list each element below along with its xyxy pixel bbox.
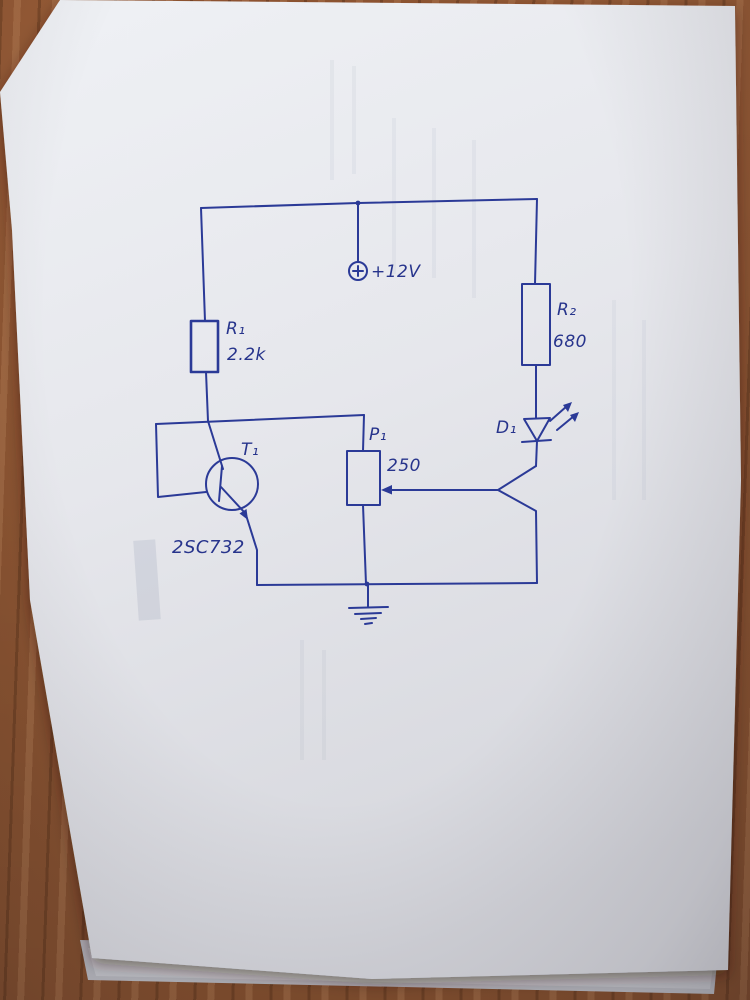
ink-bleed-through — [300, 60, 646, 760]
ground-symbol — [348, 606, 389, 625]
supply-plus-icon — [348, 261, 368, 281]
led-emission-arrow-1 — [549, 405, 568, 422]
resistor-r1-symbol — [189, 319, 220, 374]
wiper-arrowhead — [381, 485, 392, 495]
r1-name-label: R₁ — [226, 319, 246, 339]
led-emission-arrow-2 — [556, 415, 575, 431]
emitter-wire — [245, 514, 258, 586]
transistor-collector-lead — [207, 420, 224, 470]
t1-part-label: 2SC732 — [172, 537, 245, 558]
left-rail-wire — [200, 207, 206, 322]
led-arrowhead-1 — [563, 402, 572, 412]
r2-name-label: R₂ — [557, 300, 577, 320]
supply-label: +12V — [371, 262, 421, 282]
led-to-branch-wire — [535, 440, 538, 467]
led-arrowhead-2 — [570, 412, 579, 422]
r1-to-base-wire — [205, 371, 209, 422]
circuit-drawing: +12V R₁ 2.2k R₂ 680 T₁ 2SC732 P₁ 250 D₁ — [155, 198, 587, 625]
junction-dot — [355, 200, 361, 206]
ground-junction-dot — [364, 581, 370, 587]
transistor-base-bar — [218, 465, 223, 502]
paper-sheet — [0, 0, 741, 979]
right-rail-wire — [534, 198, 538, 285]
bottom-rail-wire — [256, 582, 538, 586]
p1-value-label: 250 — [387, 456, 421, 476]
r2-value-label: 680 — [553, 332, 587, 352]
branch-to-bottom-wire — [497, 489, 538, 584]
pot-bottom-wire — [362, 504, 367, 585]
led-d1-triangle — [523, 417, 551, 442]
pot-top-wire — [362, 414, 365, 452]
transistor-emitter-lead — [220, 486, 246, 514]
d1-name-label: D₁ — [496, 418, 517, 438]
base-left-wire — [155, 423, 207, 498]
transistor-t1-symbol — [205, 457, 259, 511]
supply-plus-sign — [352, 265, 364, 277]
bold-bleed-smudge — [133, 539, 161, 621]
base-node-wire — [155, 414, 365, 425]
r1-value-label: 2.2k — [227, 345, 267, 365]
t1-name-label: T₁ — [241, 440, 259, 460]
p1-name-label: P₁ — [369, 425, 387, 445]
